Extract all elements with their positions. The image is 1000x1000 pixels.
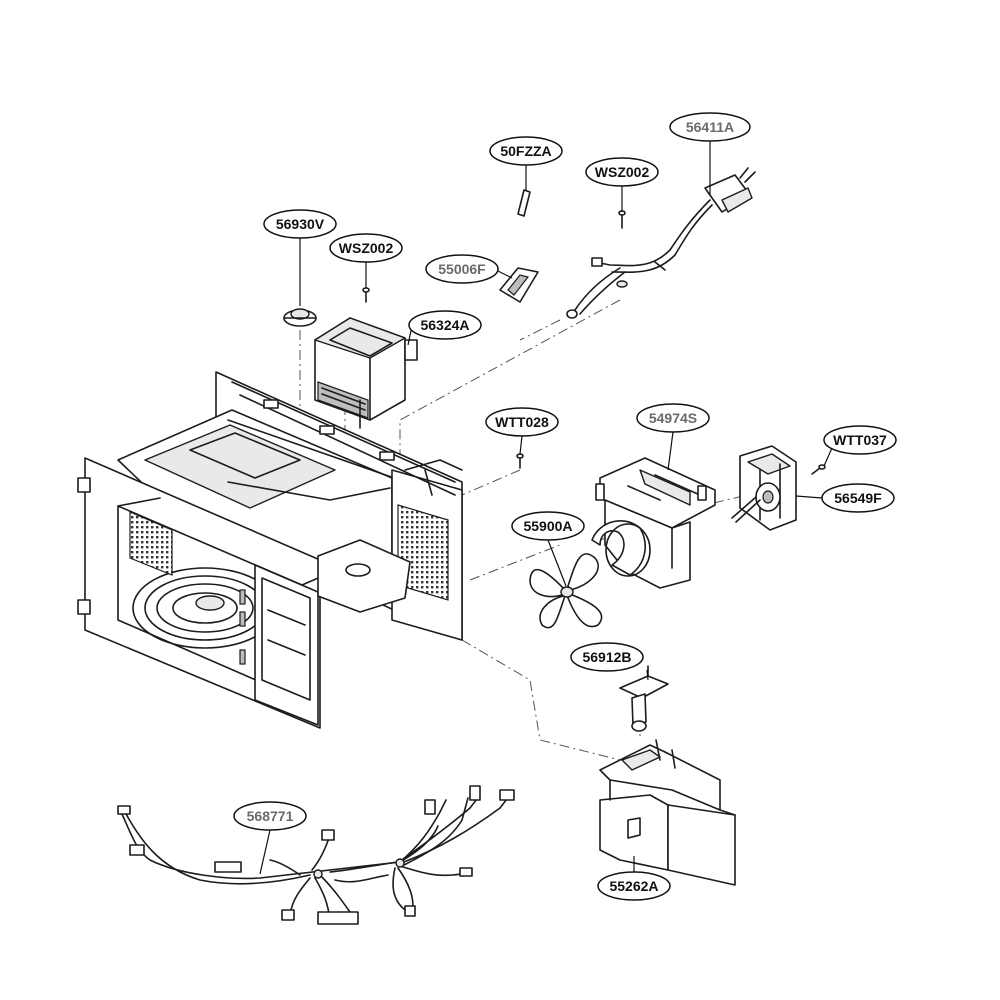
label-WTT028: WTT028 [495, 414, 549, 430]
callout-55006F: 55006F [425, 254, 499, 284]
leader-lines [259, 141, 833, 875]
callout-56912B: 56912B [570, 642, 644, 672]
fuse-holder-part [499, 267, 539, 303]
label-55900A: 55900A [523, 518, 572, 534]
fan-motor-part [731, 445, 797, 531]
callout-WSZ002-cord: WSZ002 [585, 157, 659, 187]
label-56930V: 56930V [276, 216, 325, 232]
label-WSZ002-magnetron: WSZ002 [339, 240, 394, 256]
power-cord-part [566, 167, 756, 319]
callout-WSZ002-magnetron: WSZ002 [329, 233, 403, 263]
callout-50FZZA: 50FZZA [489, 136, 563, 166]
callout-55262A: 55262A [597, 871, 671, 901]
label-56549F: 56549F [834, 490, 882, 506]
fan-duct-part [591, 457, 716, 589]
label-54974S: 54974S [649, 410, 697, 426]
screw-wtt037 [811, 464, 826, 475]
chassis-assembly [77, 371, 463, 729]
lamp-part [619, 665, 669, 732]
latch-bracket-part [599, 739, 736, 886]
label-56411A: 56411A [686, 119, 734, 135]
magnetron-part [314, 317, 418, 429]
label-WTT037: WTT037 [833, 432, 887, 448]
callout-568771: 568771 [233, 801, 307, 831]
label-56912B: 56912B [582, 649, 631, 665]
fuse-part [517, 189, 531, 217]
callout-56324A: 56324A [408, 310, 482, 340]
callout-56549F: 56549F [821, 483, 895, 513]
label-56324A: 56324A [420, 317, 469, 333]
thermostat-part [283, 308, 317, 327]
turntable [132, 567, 278, 649]
screw-wsz002-magnetron [362, 287, 370, 303]
screw-wsz002-cord [618, 210, 626, 229]
callout-WTT028: WTT028 [485, 407, 559, 437]
callout-WTT037: WTT037 [823, 425, 897, 455]
callout-55900A: 55900A [511, 511, 585, 541]
fan-blade-part [529, 553, 603, 629]
wire-harness-part [117, 785, 515, 925]
label-50FZZA: 50FZZA [500, 143, 551, 159]
label-568771: 568771 [247, 808, 294, 824]
label-WSZ002-cord: WSZ002 [595, 164, 650, 180]
callout-56930V: 56930V [263, 209, 337, 239]
callout-56411A: 56411A [669, 112, 751, 142]
callout-54974S: 54974S [636, 403, 710, 433]
label-55006F: 55006F [438, 261, 486, 277]
label-55262A: 55262A [609, 878, 658, 894]
screw-wtt028 [516, 453, 524, 469]
